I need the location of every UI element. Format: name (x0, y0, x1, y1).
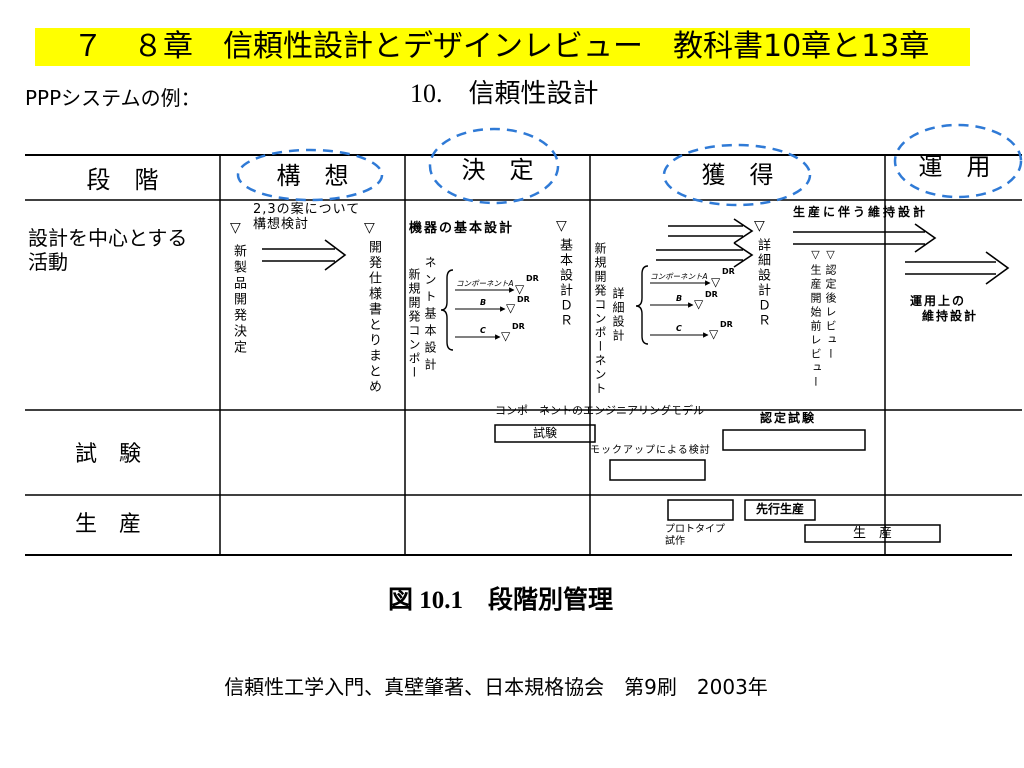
acquisition-component-a-review-marker: ▽ (711, 275, 721, 289)
new-product-decision-label: 新製品開発決定 (231, 244, 246, 356)
maintenance-design-arrow (793, 223, 937, 253)
detail-design-arrow-lower (656, 242, 754, 268)
acquisition-component-bracket (635, 265, 649, 345)
acquisition-component-c-review-marker: ▽ (709, 327, 719, 341)
decision-component-c-review-marker: ▽ (501, 329, 511, 343)
prototype-label-line1: プロトタイプ (665, 524, 725, 535)
concept-study-line1: 2,3の案について (253, 202, 361, 217)
pre-production-review-label: ▽生産開始前レビュー (809, 248, 822, 390)
decision-component-c-review-label: DR (512, 322, 525, 331)
engineering-model-test-box-label: 試験 (532, 426, 557, 440)
acquisition-highlight-ellipse (662, 143, 812, 207)
concept-study-line2: 構想検討 (253, 217, 310, 232)
decision-component-a-review-label: DR (526, 274, 539, 283)
hollow-arrows (262, 218, 1010, 285)
component-arrows (455, 280, 711, 340)
post-qualification-review-label: ▽認定後レビュー (824, 248, 837, 362)
acquisition-component-b-review-label: DR (705, 290, 718, 299)
mass-production-box (804, 524, 941, 543)
title-bar: ７ ８章 信頼性設計とデザインレビュー 教科書10章と13章 (35, 28, 970, 66)
spec-compilation-label: 開発仕様書とりまとめ (366, 240, 381, 395)
stage-highlights (236, 123, 1023, 207)
acquisition-component-a-label: コンポーネントA (650, 272, 708, 281)
table-grid (25, 154, 1022, 556)
concept-highlight-ellipse (236, 148, 384, 202)
row-label-activity-line2: 活動 (28, 250, 68, 274)
pilot-production-box-label: 先行生産 (755, 502, 804, 516)
mass-production-box-label: 生 産 (852, 526, 892, 541)
maintenance-design-label: 生産に伴う維持設計 (793, 205, 929, 219)
row-label-activity-line1: 設計を中心とする (28, 226, 188, 250)
pilot-production-box (744, 499, 816, 521)
decision-component-c-label: C (480, 326, 486, 335)
qualification-test-box (722, 429, 866, 451)
acquisition-component-label-line2: 詳細設計 (611, 287, 625, 343)
acquisition-component-b-review-marker: ▽ (694, 297, 704, 311)
new-product-decision-marker: ▽ (230, 220, 241, 236)
equipment-basic-design-label: 機器の基本設計 (409, 221, 515, 236)
detail-design-review-marker: ▽ (754, 218, 765, 234)
component-brackets (440, 265, 649, 351)
header-stage: 段 階 (86, 166, 159, 194)
decision-component-label-line2: ネント基本設計 (423, 256, 437, 375)
figure-caption: 図 10.1 段階別管理 (388, 587, 614, 614)
prototype-box (667, 499, 734, 521)
operation-highlight-ellipse (893, 123, 1023, 199)
decision-component-a-label: コンポーネントA (456, 279, 514, 288)
header-operation: 運 用 (918, 153, 991, 181)
acquisition-component-c-label: C (676, 324, 682, 333)
qualification-test-label: 認定試験 (760, 411, 817, 425)
schedule-boxes (494, 424, 941, 543)
decision-component-b-label: B (480, 298, 487, 307)
acquisition-component-c-review-label: DR (720, 320, 733, 329)
header-concept: 構 想 (276, 162, 349, 190)
mockup-study-box (609, 459, 706, 481)
slide-title: ７ ８章 信頼性設計とデザインレビュー 教科書10章と13章 (73, 29, 930, 64)
figure-heading: 10. 信頼性設計 (410, 79, 599, 108)
engineering-model-test-box (494, 424, 596, 443)
decision-highlight-ellipse (428, 127, 560, 205)
header-acquisition: 獲 得 (701, 161, 774, 189)
mockup-study-label: モックアップによる検討 (590, 445, 711, 456)
operation-maintenance-line2: 維持設計 (922, 309, 979, 323)
operation-maintenance-line1: 運用上の (910, 294, 967, 308)
engineering-model-label: コンポーネントのエンジニアリングモデル (495, 404, 704, 417)
basic-design-review-marker: ▽ (556, 218, 567, 234)
decision-component-bracket (440, 269, 454, 351)
row-label-production: 生 産 (75, 512, 142, 537)
decision-component-a-review-marker: ▽ (515, 282, 525, 296)
detail-design-review-label: 詳細設計ＤＲ (755, 238, 770, 328)
acquisition-component-b-label: B (676, 294, 683, 303)
decision-component-b-review-label: DR (517, 295, 530, 304)
detail-design-arrow-upper (668, 218, 754, 244)
decision-component-b-review-marker: ▽ (506, 301, 516, 315)
prototype-label-line2: 試作 (665, 536, 685, 547)
acquisition-component-label-line1: 新規開発コンポーネント (593, 242, 607, 396)
example-label: PPPシステムの例： (25, 86, 201, 110)
operation-maintenance-arrow (905, 251, 1010, 285)
basic-design-review-label: 基本設計ＤＲ (557, 238, 572, 328)
spec-compilation-marker: ▽ (364, 220, 375, 236)
decision-component-label-line1: 新規開発コンポー (407, 268, 421, 380)
citation: 信頼性工学入門、真壁肇著、日本規格協会 第9刷 2003年 (224, 675, 768, 699)
acquisition-component-a-review-label: DR (722, 267, 735, 276)
concept-study-arrow (262, 239, 347, 271)
header-decision: 決 定 (461, 156, 534, 184)
row-label-test: 試 験 (75, 442, 142, 467)
